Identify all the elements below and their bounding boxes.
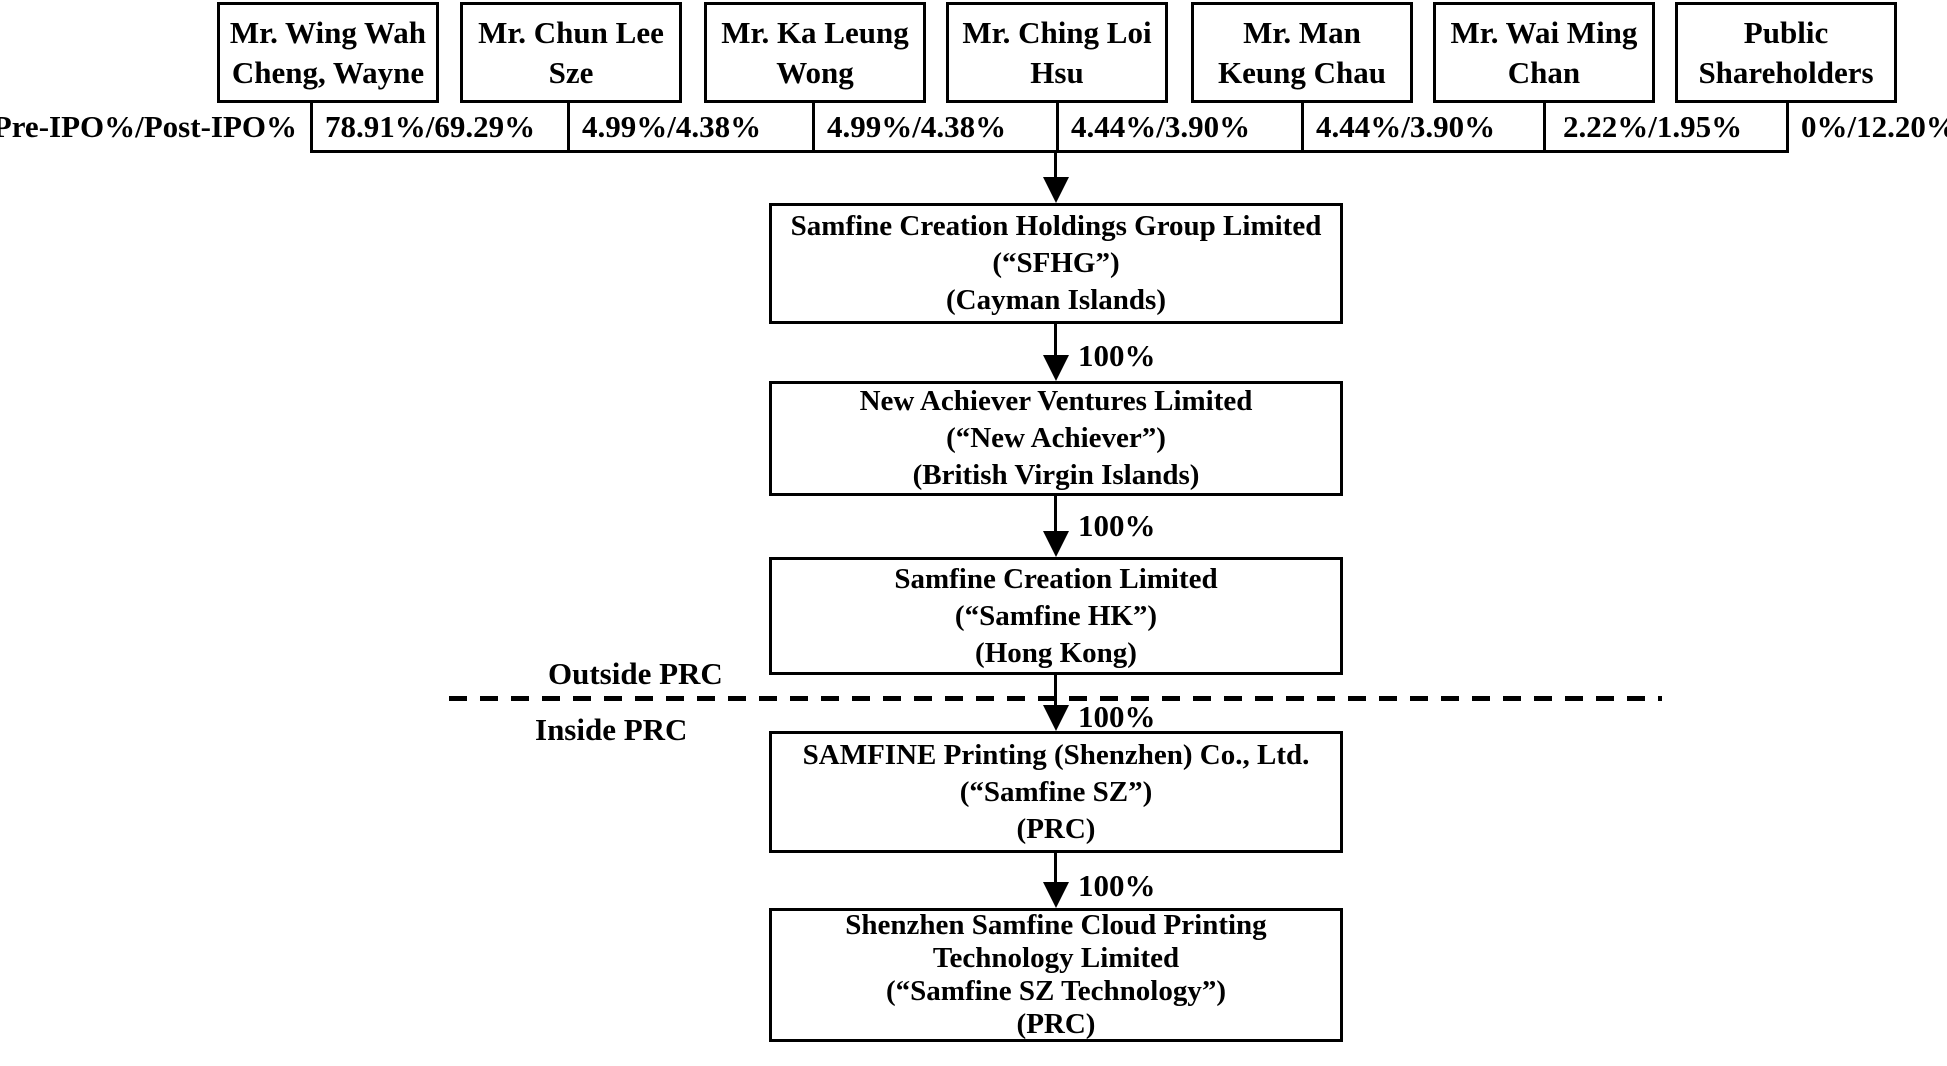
- connector-stub: [812, 101, 815, 153]
- region-label-inside-prc: Inside PRC: [535, 712, 688, 747]
- company-jurisdiction: (British Virgin Islands): [912, 459, 1200, 491]
- company-name: Samfine Creation Holdings Group Limited: [790, 210, 1322, 242]
- pre-post-ipo-axis-label: Pre-IPO%/Post-IPO%: [0, 109, 297, 144]
- region-label-outside-prc: Outside PRC: [548, 656, 723, 691]
- company-jurisdiction: (Cayman Islands): [946, 284, 1166, 316]
- pct-wai-ming-chan: 2.22%/1.95%: [1563, 109, 1743, 144]
- connector-stub: [1301, 101, 1304, 153]
- company-name: Shenzhen Samfine Cloud Printing Technolo…: [845, 909, 1267, 974]
- pct-wing-wah-cheng: 78.91%/69.29%: [325, 109, 536, 144]
- company-jurisdiction: (Hong Kong): [975, 636, 1137, 669]
- arrow-line: [1054, 496, 1057, 533]
- shareholder-box-wing-wah-cheng: Mr. Wing Wah Cheng, Wayne: [217, 2, 439, 103]
- company-short-name: (“Samfine SZ”): [959, 775, 1153, 808]
- company-box-new-achiever: New Achiever Ventures Limited (“New Achi…: [769, 381, 1343, 496]
- ownership-pct-label: 100%: [1078, 508, 1156, 543]
- company-box-samfine-hk: Samfine Creation Limited (“Samfine HK”) …: [769, 557, 1343, 675]
- company-short-name: (“Samfine SZ Technology”): [886, 975, 1226, 1007]
- arrowhead-down-icon: [1043, 177, 1069, 203]
- arrow-line: [1054, 853, 1057, 884]
- pct-ching-loi-hsu: 4.44%/3.90%: [1071, 109, 1251, 144]
- company-jurisdiction: (PRC): [1016, 812, 1096, 845]
- connector-stub: [1056, 101, 1059, 153]
- arrowhead-down-icon: [1043, 355, 1069, 381]
- connector-stub: [1543, 101, 1546, 153]
- company-box-samfine-sz-technology: Shenzhen Samfine Cloud Printing Technolo…: [769, 908, 1343, 1042]
- company-name: New Achiever Ventures Limited: [859, 385, 1253, 417]
- arrow-line: [1054, 675, 1057, 707]
- pct-chun-lee-sze: 4.99%/4.38%: [582, 109, 762, 144]
- pct-ka-leung-wong: 4.99%/4.38%: [827, 109, 1007, 144]
- connector-stub: [567, 101, 570, 153]
- percentage-band-line: [310, 150, 1789, 153]
- company-short-name: (“New Achiever”): [946, 422, 1166, 454]
- arrowhead-down-icon: [1043, 882, 1069, 908]
- company-box-sfhg: Samfine Creation Holdings Group Limited …: [769, 203, 1343, 324]
- ownership-pct-label: 100%: [1078, 868, 1156, 903]
- arrow-line: [1054, 324, 1057, 357]
- ownership-pct-label: 100%: [1078, 699, 1156, 734]
- company-name: SAMFINE Printing (Shenzhen) Co., Ltd.: [802, 738, 1310, 771]
- arrowhead-down-icon: [1043, 705, 1069, 731]
- company-short-name: (“Samfine HK”): [954, 599, 1158, 632]
- ownership-pct-label: 100%: [1078, 338, 1156, 373]
- connector-stub: [310, 101, 313, 153]
- pct-man-keung-chau: 4.44%/3.90%: [1316, 109, 1496, 144]
- shareholder-box-public: Public Shareholders: [1675, 2, 1897, 103]
- connector-stub: [1786, 101, 1789, 153]
- company-name: Samfine Creation Limited: [894, 562, 1218, 595]
- shareholder-box-chun-lee-sze: Mr. Chun Lee Sze: [460, 2, 682, 103]
- pct-public: 0%/12.20%: [1801, 109, 1947, 144]
- company-box-samfine-sz: SAMFINE Printing (Shenzhen) Co., Ltd. (“…: [769, 731, 1343, 853]
- shareholder-box-ka-leung-wong: Mr. Ka Leung Wong: [704, 2, 926, 103]
- arrowhead-down-icon: [1043, 531, 1069, 557]
- shareholder-box-man-keung-chau: Mr. Man Keung Chau: [1191, 2, 1413, 103]
- shareholder-box-ching-loi-hsu: Mr. Ching Loi Hsu: [946, 2, 1168, 103]
- arrow-line: [1054, 150, 1057, 179]
- company-short-name: (“SFHG”): [992, 247, 1120, 279]
- shareholder-box-wai-ming-chan: Mr. Wai Ming Chan: [1433, 2, 1655, 103]
- company-jurisdiction: (PRC): [1016, 1008, 1096, 1040]
